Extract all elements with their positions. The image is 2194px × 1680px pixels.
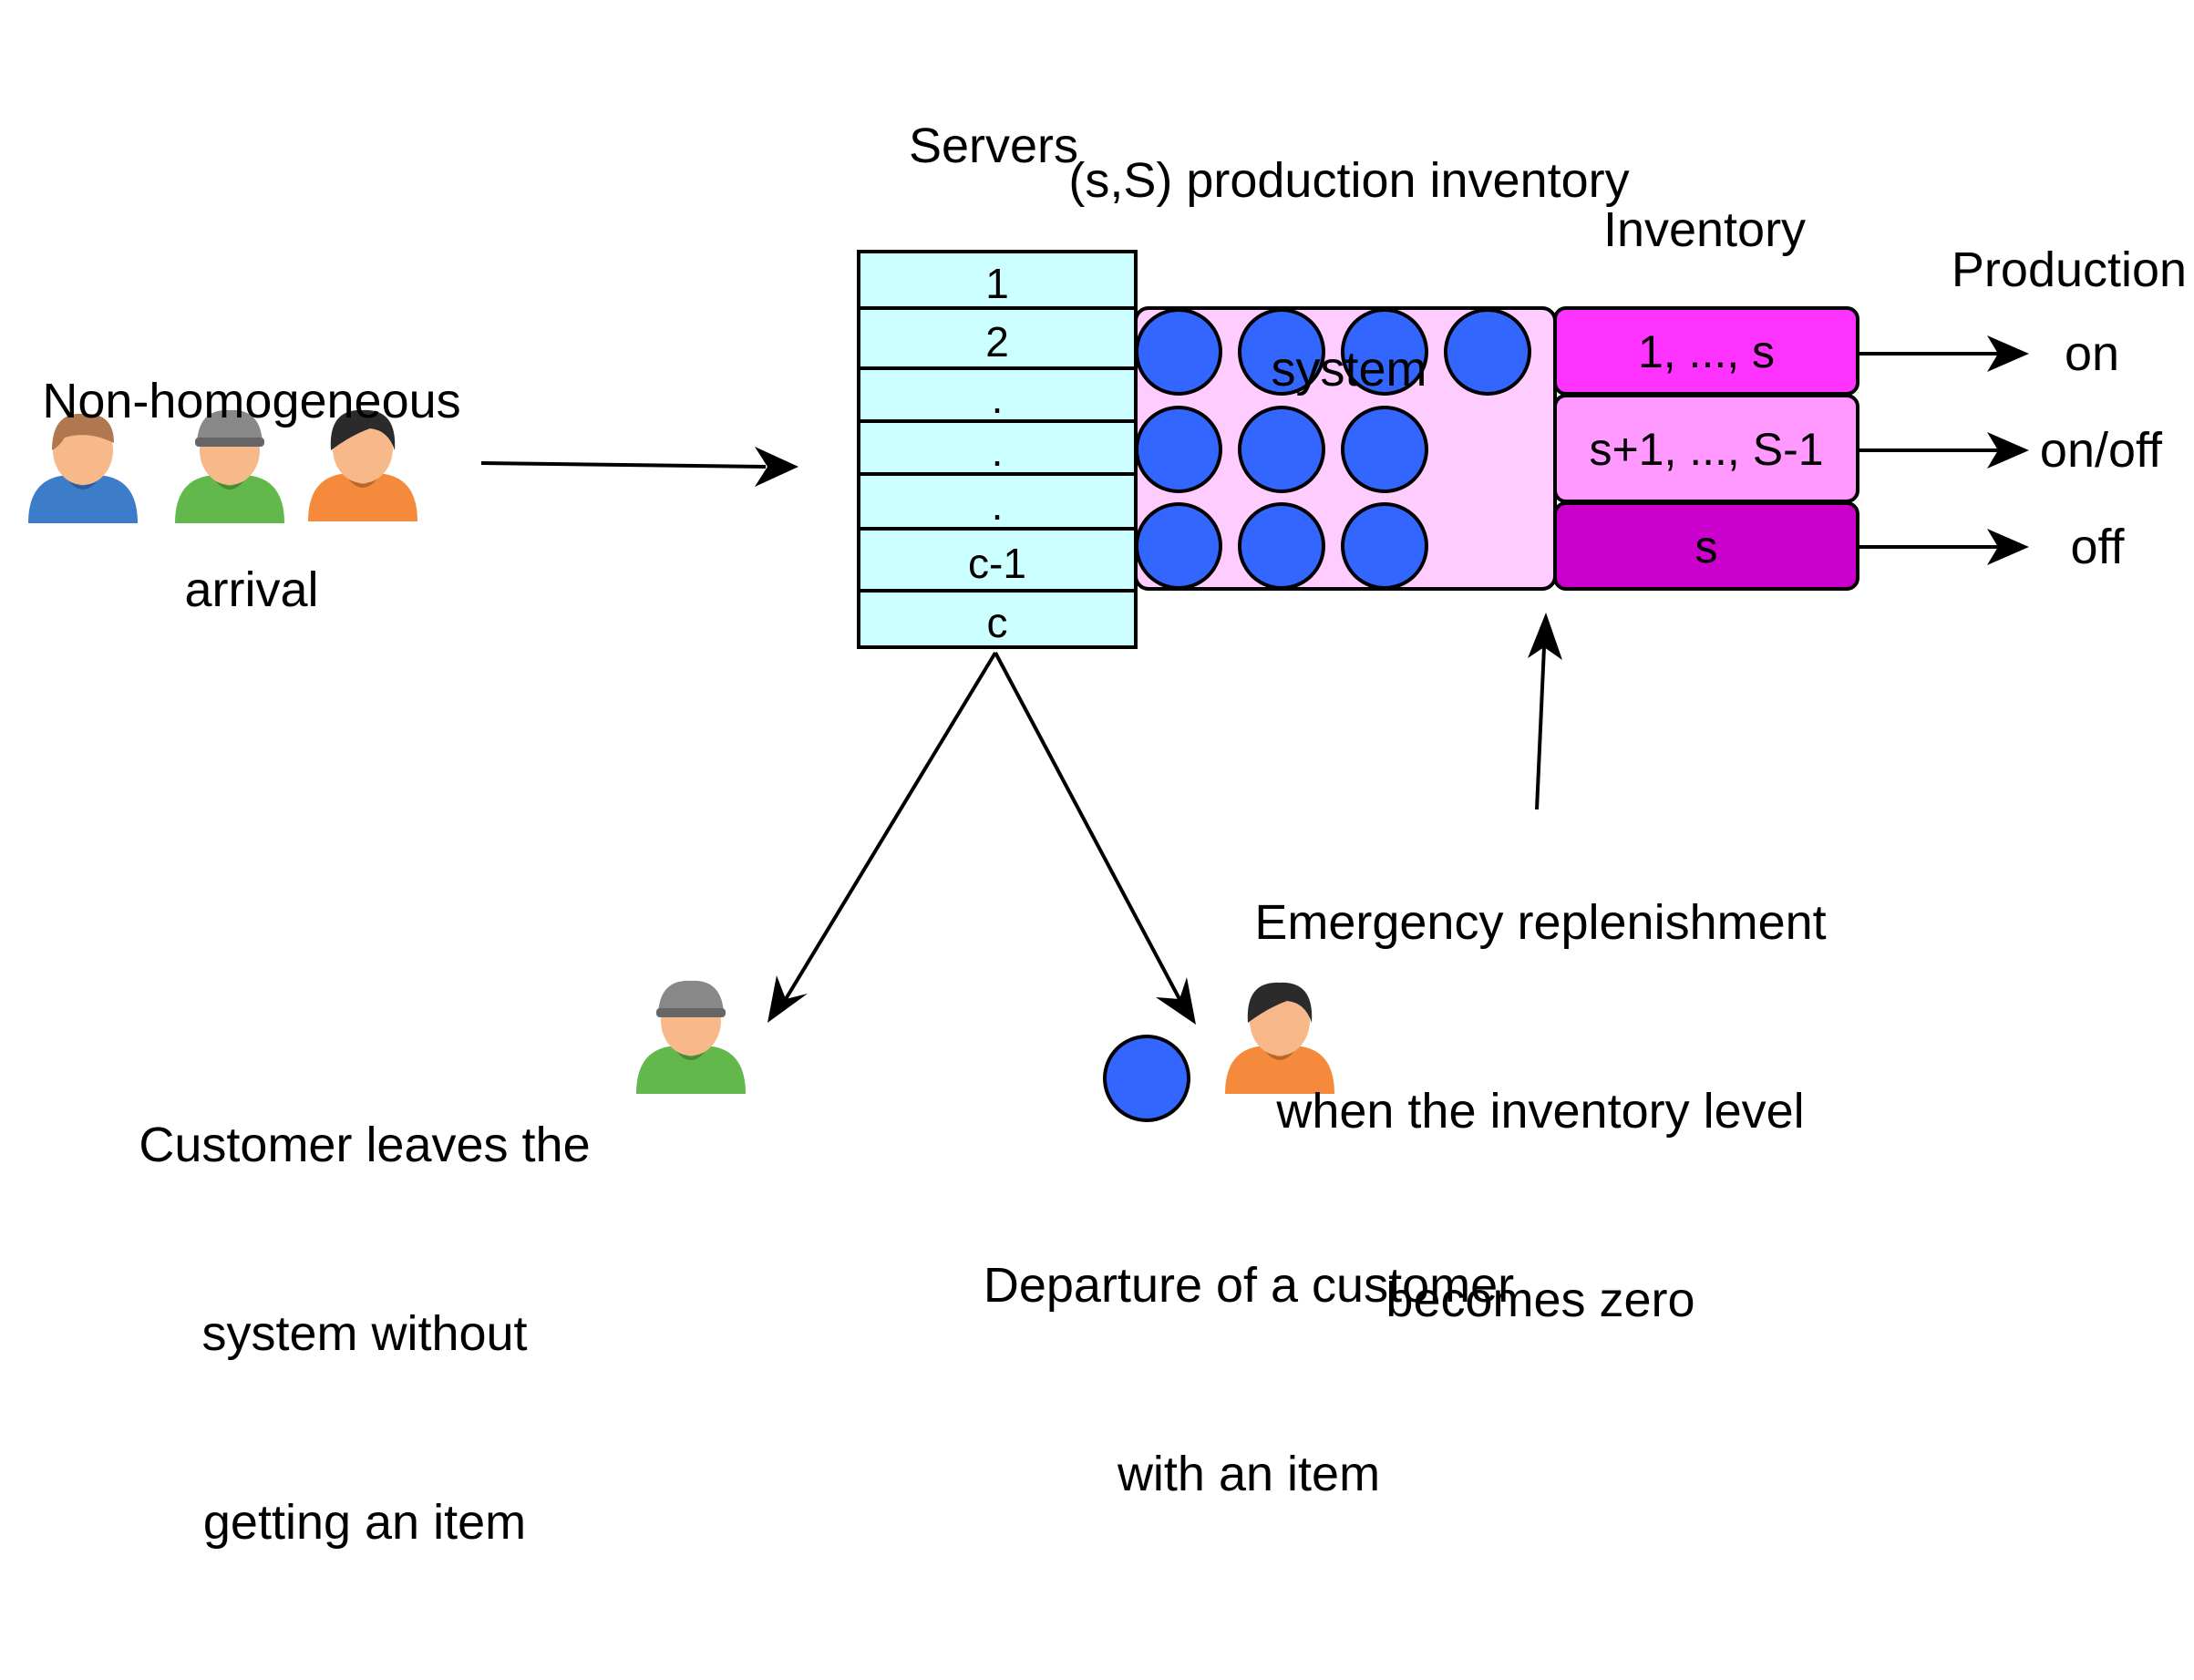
customer-departure-arrow [994,652,1196,1025]
production-state-on: on [2064,326,2120,381]
server-row-label: 2 [985,318,1009,366]
person-blue-icon [28,413,138,523]
customer-leaves-label: Customer leaves the system without getti… [139,1118,591,1550]
diagram-canvas: 1 2... c-1 c 1, ..., s s+1, ..., S-1 s [28,250,2029,1122]
production-arrow [1858,335,2029,372]
server-column: 1 2... c-1 c [857,250,1138,649]
production-state-off: off [2070,520,2125,574]
diagram-title: (s,S) production inventory system [1068,153,1630,397]
inventory-item-icon [1135,308,1222,396]
inventory-item-icon [1341,406,1428,493]
inventory-item-icon [1135,406,1222,493]
inventory-item-icon [1238,502,1325,590]
server-row-label: c [987,599,1008,646]
inventory-level-box: s+1, ..., S-1 [1553,394,1859,503]
production-state-onoff: on/off [2039,423,2163,478]
inventory-item-icon [1341,308,1428,396]
inventory-levels: 1, ..., s s+1, ..., S-1 s [1553,306,1859,591]
production-arrows [1858,335,2029,565]
inventory-item-icon [1341,502,1428,590]
inventory-item-icon [1444,308,1531,396]
person-orange-icon [308,409,417,521]
inventory-items [1135,308,1531,590]
person-green-hat-icon [175,409,284,523]
server-row: c [857,589,1138,649]
customer-leaving-icon [636,980,746,1094]
server-row-label: 1 [985,260,1009,307]
people [28,409,1334,1094]
production-arrow [1858,432,2029,469]
emergency-replenishment-arrow [1528,613,1562,810]
server-row-label: c-1 [968,540,1026,587]
server-cell [857,589,1138,649]
customer-leaves-arrow [767,651,997,1023]
inventory-heading: Inventory [1602,202,1807,257]
server-row-label: . [992,481,1004,529]
server-row-label: . [992,428,1004,475]
server-row-label: . [992,375,1004,422]
diagram: 1 2... c-1 c 1, ..., s s+1, ..., S-1 s (s,S) … [28,119,2188,1550]
inventory-item-icon [1238,406,1325,493]
inventory-item-icon [1238,308,1325,396]
inventory-level-label: 1, ..., s [1638,326,1775,377]
production-heading: Production [1951,242,2188,297]
departing-item-icon [1103,1035,1190,1122]
server-cell [857,250,1138,310]
arrival-arrow [480,447,798,487]
server-row: . [857,472,1138,531]
inventory-item-icon [1135,502,1222,590]
server-row: 1 [857,250,1138,310]
inventory-level-label: s [1695,521,1718,572]
customer-departing-icon [1225,982,1334,1094]
departure-label: Departure of a customer with an item [983,1258,1515,1501]
server-cell [857,472,1138,531]
production-arrow [1858,529,2029,565]
servers-heading: Servers [908,119,1079,173]
arrival-label: Non-homogeneous arrival [42,374,461,617]
server-row: c-1 [857,527,1138,593]
inventory-level-label: s+1, ..., S-1 [1589,424,1823,475]
